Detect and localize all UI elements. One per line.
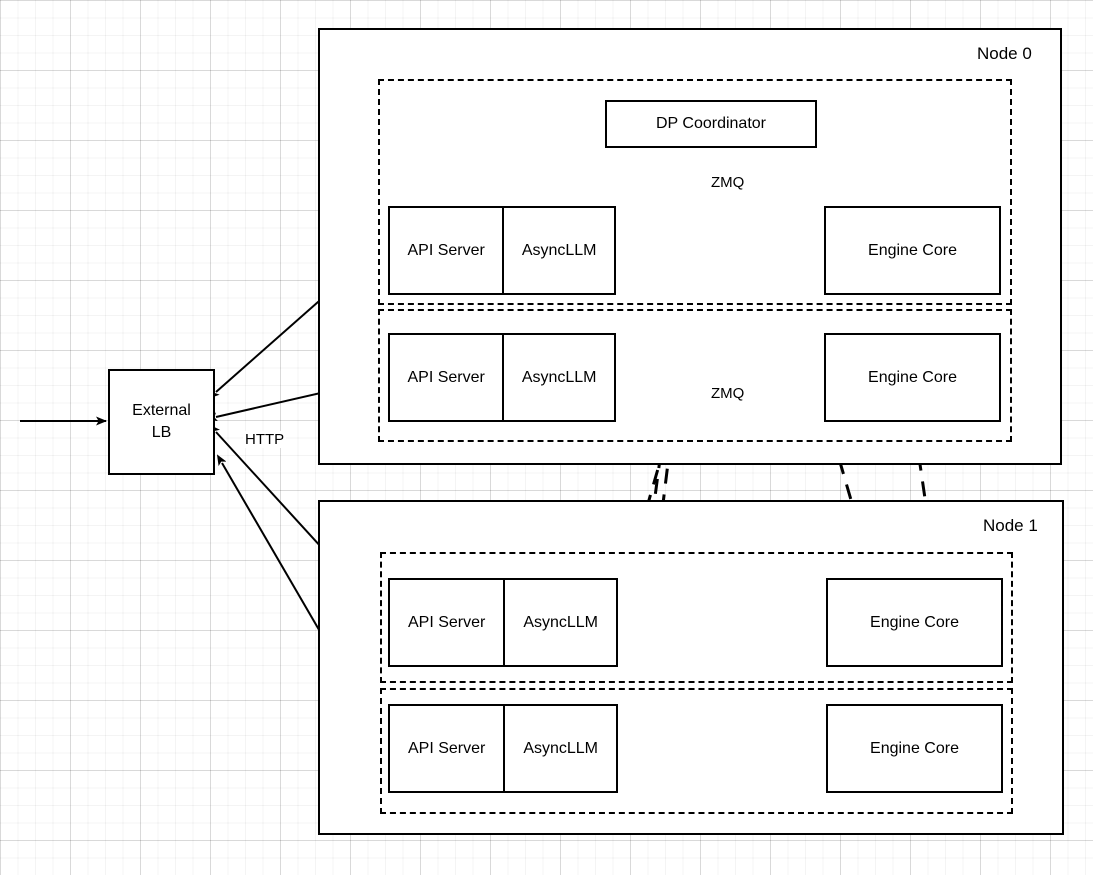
engine-core-box-n1g1[interactable]: Engine Core [826,704,1003,793]
external-lb-label-line1: External [132,402,191,420]
engine-core-label-n0g1: Engine Core [868,368,957,386]
http-label: HTTP [243,431,287,448]
external-lb-label-line2: LB [151,424,172,441]
engine-core-label-n1g1: Engine Core [870,739,959,757]
node-0-group-1 [378,309,1012,442]
api-server-unit-n1g1[interactable]: API Server AsyncLLM [388,704,618,793]
external-lb-box[interactable]: External LB [108,369,215,475]
api-server-unit-n0g1[interactable]: API Server AsyncLLM [388,333,616,422]
api-server-label-n0g0: API Server [390,208,505,293]
zmq-label-n0g1: ZMQ [709,385,747,402]
node-0-group-0 [378,79,1012,305]
dp-coordinator-label: DP Coordinator [656,115,766,133]
api-server-unit-n1g0[interactable]: API Server AsyncLLM [388,578,618,667]
engine-core-box-n0g0[interactable]: Engine Core [824,206,1001,295]
async-llm-label-n1g1: AsyncLLM [523,739,599,757]
api-server-label-n1g0: API Server [390,580,506,665]
node-1-group-0 [380,552,1013,683]
node-0-label: Node 0 [977,44,1032,63]
api-server-unit-n0g0[interactable]: API Server AsyncLLM [388,206,616,295]
engine-core-label-n0g0: Engine Core [868,241,957,259]
engine-core-label-n1g0: Engine Core [870,613,959,631]
api-server-label-n0g1: API Server [390,335,505,420]
async-llm-label-n0g1: AsyncLLM [521,368,597,386]
node-1-group-1 [380,688,1013,814]
async-llm-label-n0g0: AsyncLLM [521,241,597,259]
dp-coordinator-box[interactable]: DP Coordinator [605,100,817,148]
async-llm-label-n1g0: AsyncLLM [523,613,599,631]
api-server-label-n1g1: API Server [390,706,506,791]
zmq-label-n0g0: ZMQ [709,174,747,191]
engine-core-box-n0g1[interactable]: Engine Core [824,333,1001,422]
engine-core-box-n1g0[interactable]: Engine Core [826,578,1003,667]
node-1-label: Node 1 [983,516,1038,535]
